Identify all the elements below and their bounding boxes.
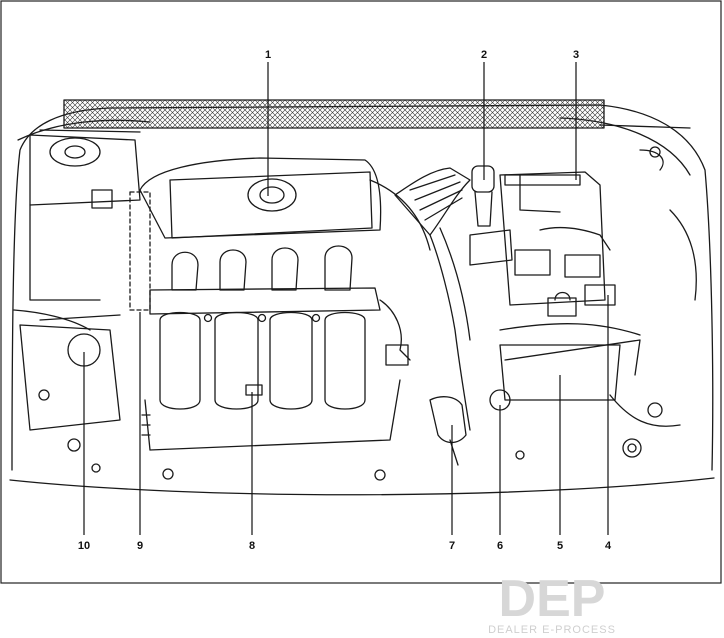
diagram-border: [1, 1, 721, 583]
callout-8: 8: [249, 540, 255, 552]
callout-6: 6: [497, 540, 503, 552]
callout-3: 3: [573, 49, 579, 61]
callout-2: 2: [481, 49, 487, 61]
callout-9: 9: [137, 540, 143, 552]
watermark-tagline: DEALER E-PROCESS: [488, 624, 616, 636]
watermark-logo-text: DEP: [499, 570, 606, 628]
callout-7: 7: [449, 540, 455, 552]
callout-5: 5: [557, 540, 563, 552]
callout-1: 1: [265, 49, 271, 61]
watermark-logo: DEP DEALER E-PROCESS: [488, 570, 616, 636]
callout-10: 10: [78, 540, 90, 552]
callout-4: 4: [605, 540, 612, 552]
